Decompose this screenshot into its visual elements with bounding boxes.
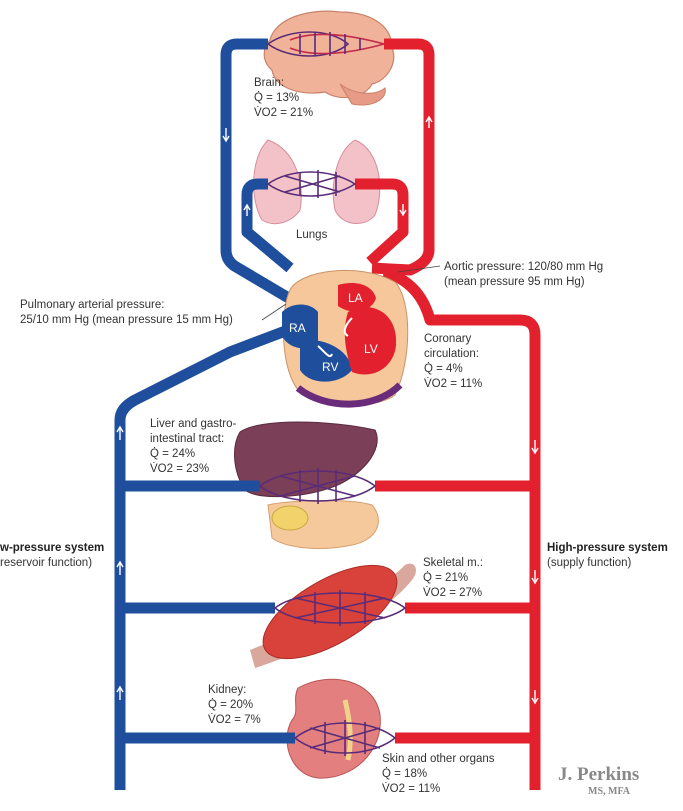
skeletal-q: Q̇ = 21% — [423, 572, 469, 584]
venous-vessels — [114, 38, 295, 790]
liver-q: Q̇ = 24% — [150, 448, 196, 460]
pulmonary-line2: 25/10 mm Hg (mean pressure 15 mm Hg) — [20, 314, 233, 326]
pulmonary-pressure-label: Pulmonary arterial pressure: 25/10 mm Hg… — [20, 298, 233, 328]
lungs-label: Lungs — [296, 228, 327, 243]
high-pressure-sub: (supply function) — [547, 557, 632, 569]
artist-signature: J. Perkins MS, MFA — [558, 764, 639, 797]
skeletal-name: Skeletal m.: — [423, 557, 484, 569]
liver-label: Liver and gastro- intestinal tract: Q̇ =… — [150, 417, 236, 477]
brain-name: Brain: — [254, 77, 285, 89]
liver-line1: Liver and gastro- — [150, 418, 237, 430]
la-label: LA — [348, 291, 363, 305]
heart — [282, 269, 409, 408]
kidney-capillary-bed — [293, 720, 397, 756]
kidney-vo2: V̇O2 = 7% — [208, 714, 261, 726]
liver-vo2: V̇O2 = 23% — [150, 463, 210, 475]
leader-lines — [261, 265, 441, 321]
coronary-vessel — [295, 382, 403, 408]
lungs-capillary-bed — [266, 170, 357, 198]
skin-name: Skin and other organs — [382, 753, 495, 765]
brain-label: Brain: Q̇ = 13% V̇O2 = 21% — [254, 76, 313, 121]
liver-line2: intestinal tract: — [150, 433, 225, 445]
high-pressure-title: High-pressure system — [547, 542, 668, 554]
skeletal-muscle-organ — [250, 563, 416, 668]
lungs-name: Lungs — [296, 229, 328, 241]
coronary-vo2: V̇O2 = 11% — [424, 378, 483, 390]
arterial-vessels — [355, 38, 541, 790]
coronary-q: Q̇ = 4% — [424, 363, 463, 375]
skin-vo2: V̇O2 = 11% — [382, 783, 441, 795]
brain-q: Q̇ = 13% — [254, 92, 300, 104]
kidney-name: Kidney: — [208, 684, 247, 696]
skeletal-label: Skeletal m.: Q̇ = 21% V̇O2 = 27% — [423, 556, 483, 601]
left-ventricle — [344, 307, 397, 375]
kidney-organ — [286, 678, 381, 779]
kidney-label: Kidney: Q̇ = 20% V̇O2 = 7% — [208, 683, 261, 728]
aortic-pressure-label: Aortic pressure: 120/80 mm Hg (mean pres… — [444, 260, 603, 290]
right-atrium — [282, 304, 318, 349]
aortic-line2: (mean pressure 95 mm Hg) — [444, 276, 585, 288]
high-pressure-label: High-pressure system (supply function) — [547, 541, 668, 571]
brain-vo2: V̇O2 = 21% — [254, 107, 314, 119]
skeletal-vo2: V̇O2 = 27% — [423, 587, 483, 599]
low-pressure-title: w-pressure system — [0, 542, 105, 554]
aortic-line1: Aortic pressure: 120/80 mm Hg — [444, 261, 604, 273]
lv-label: LV — [364, 342, 378, 356]
left-atrium — [338, 282, 376, 312]
signature-credentials: MS, MFA — [588, 786, 631, 797]
pulmonary-line1: Pulmonary arterial pressure: — [20, 299, 165, 311]
liver-organ — [234, 421, 379, 549]
ra-label: RA — [289, 321, 306, 335]
capillary-beds — [258, 31, 407, 756]
coronary-line2: circulation: — [424, 348, 479, 360]
lungs-organ — [253, 139, 381, 225]
low-pressure-sub: reservoir function) — [0, 557, 93, 569]
skeletal-capillary-bed — [273, 590, 407, 626]
low-pressure-label: w-pressure system reservoir function) — [0, 541, 104, 571]
skin-label: Skin and other organs Q̇ = 18% V̇O2 = 11… — [382, 752, 495, 797]
brain-capillary-bed — [266, 31, 385, 57]
kidney-q: Q̇ = 20% — [208, 699, 254, 711]
skin-q: Q̇ = 18% — [382, 768, 428, 780]
liver-capillary-bed — [258, 468, 377, 504]
flow-arrows — [116, 115, 539, 705]
coronary-label: Coronary circulation: Q̇ = 4% V̇O2 = 11% — [424, 332, 482, 392]
coronary-line1: Coronary — [424, 333, 472, 345]
signature-name: J. Perkins — [558, 764, 640, 785]
rv-label: RV — [322, 360, 339, 374]
right-ventricle — [300, 340, 352, 382]
